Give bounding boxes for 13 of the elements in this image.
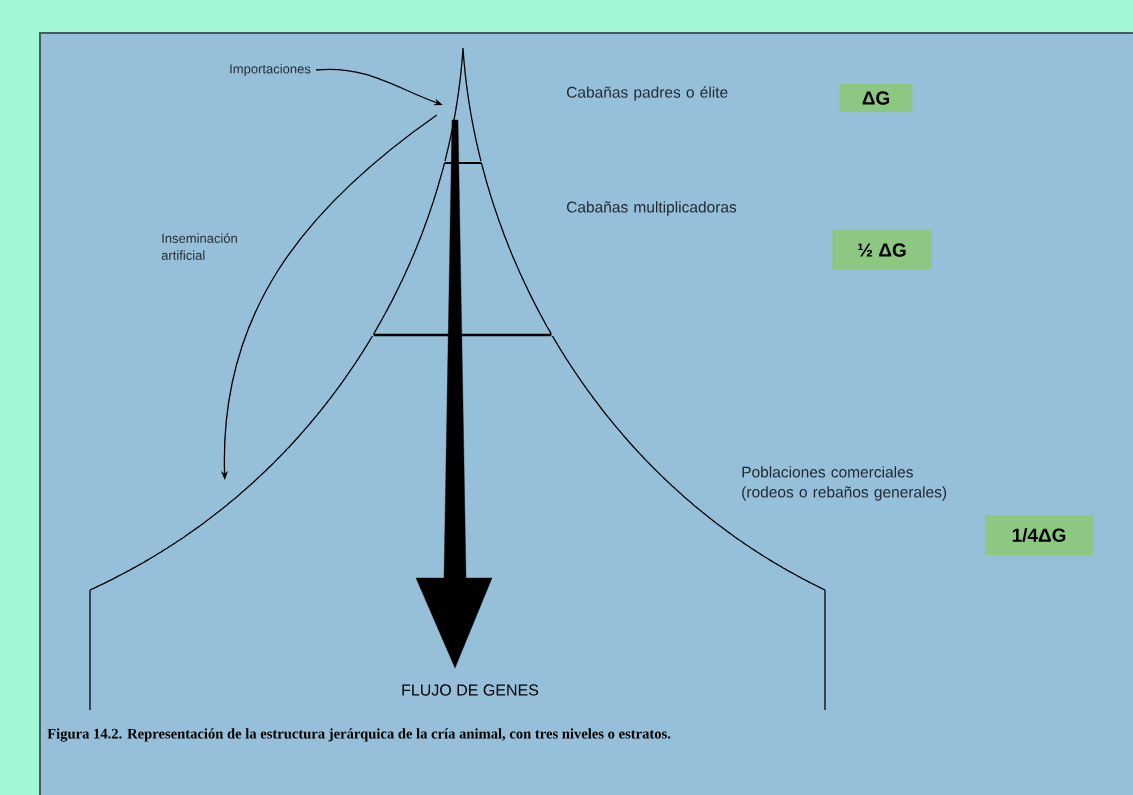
tier-label: Poblaciones comerciales (rodeos o rebaños generales) (742, 466, 947, 501)
edge-label: Inseminación artificial (161, 233, 237, 260)
arrow-label: FLUJO DE GENES (402, 684, 539, 696)
tier-label: Cabañas multiplicadoras (567, 201, 737, 216)
text-label: Importaciones (230, 63, 311, 77)
figure-caption: Figura 14.2. Representación de la estructura jerárquica de la cría animal, con tres niveles o estratos. (47, 728, 671, 742)
value-box: ½ ΔG (832, 230, 932, 270)
tier-label: Cabañas padres o élite (567, 86, 728, 101)
value-box: ΔG (839, 84, 913, 112)
pyramid-tier (372, 162, 552, 337)
pyramid-tier (443, 47, 483, 164)
block-arrow (415, 119, 493, 669)
value-box: 1/4ΔG (985, 515, 1093, 555)
